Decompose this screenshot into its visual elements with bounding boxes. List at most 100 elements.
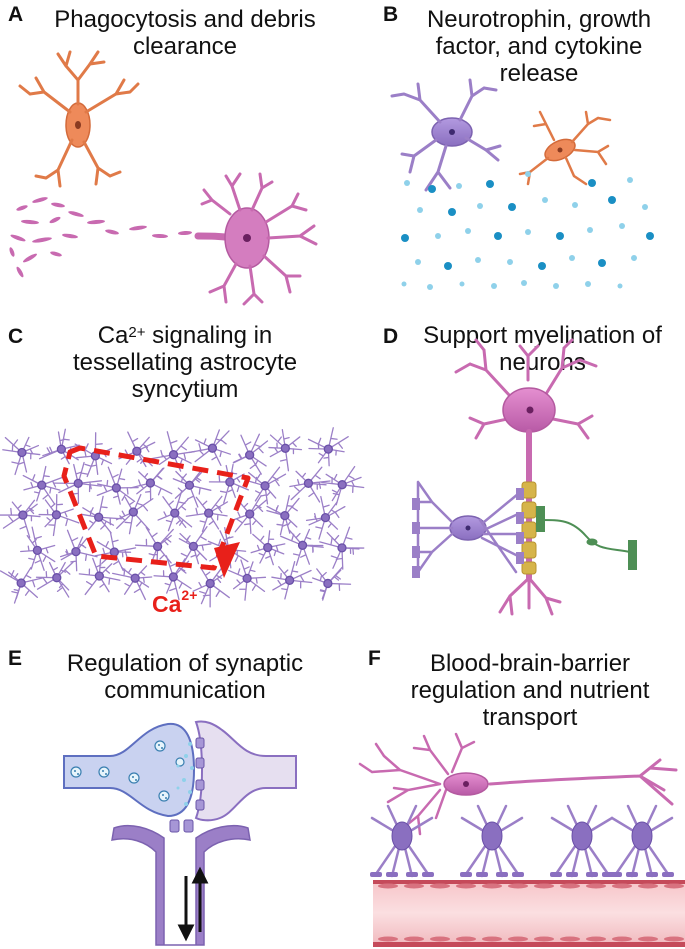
astrocyte-soma (94, 571, 105, 581)
released-factors (401, 171, 654, 290)
title-line: factor, and cytokine (435, 33, 643, 60)
endothelial-cell (534, 936, 554, 942)
astrocyte-soma (109, 547, 120, 557)
astrocyte-soma (225, 477, 235, 487)
astrocyte-soma (391, 821, 413, 851)
astrocytes-endfeet (370, 804, 674, 878)
endothelial-cell (404, 936, 424, 942)
astrocyte-soma (111, 483, 122, 493)
astrocyte-soma (297, 540, 308, 550)
title-line: release (499, 60, 579, 87)
endothelial-cell (612, 883, 632, 889)
astrocyte-soma (284, 575, 295, 585)
ca-label-base: Ca (152, 591, 182, 617)
astrocyte-endfoot (566, 872, 578, 877)
astrocyte-endfoot (610, 872, 622, 877)
astrocyte-soma (184, 480, 195, 490)
endothelial-cell (586, 936, 606, 942)
myelin-sheath (521, 481, 537, 575)
astrocyte-endfoot (422, 872, 434, 877)
title-line: syncytium (131, 376, 239, 403)
endothelial-cell (508, 936, 528, 942)
astrocyte-process-e (111, 819, 251, 946)
neuron-debris (9, 197, 192, 278)
astrocyte-endfoot (460, 872, 472, 877)
astrocyte-endfoot (406, 872, 418, 877)
astrocyte-soma (323, 578, 333, 589)
astrocyte-endfoot (496, 872, 508, 877)
endothelial-cell (638, 883, 658, 889)
astrocyte-endfoot (550, 872, 562, 877)
astrocyte-soma (71, 546, 81, 557)
astrocyte-endfoot (626, 872, 638, 877)
astrocyte-soma (245, 450, 255, 460)
astrocyte-soma (16, 578, 26, 588)
astrocyte-soma (168, 572, 179, 582)
astrocyte-soma (280, 510, 290, 521)
astrocyte-soma (303, 478, 314, 488)
title-line: Neurotrophin, growth (426, 6, 652, 33)
title-rest: signaling in (145, 322, 273, 349)
title-line: Blood-brain-barrier (429, 650, 631, 677)
title-line: Regulation of synaptic (66, 650, 304, 677)
astrocyte-endfoot (586, 872, 598, 877)
title-line: clearance (132, 33, 238, 60)
astrocyte-soma (205, 578, 215, 589)
astrocyte-soma (337, 480, 347, 490)
title-ca-sup: 2+ (128, 324, 146, 341)
panel-letter-a: A (8, 3, 24, 26)
neuron-f (358, 732, 678, 836)
blood-vessel (373, 880, 685, 947)
astrocyte-soma (260, 481, 270, 491)
astrocyte-endfoot (662, 872, 674, 877)
title-line: regulation and nutrient (410, 677, 650, 704)
astrocyte-soma (17, 447, 27, 458)
astrocyte-soma (242, 573, 252, 584)
ca-label: Ca2+ (152, 587, 197, 618)
astrocyte-soma (631, 821, 653, 851)
astrocyte-soma (94, 512, 104, 522)
astrocyte-soma (152, 541, 163, 552)
astrocyte-soma (56, 444, 67, 454)
astrocyte-endfoot (646, 872, 658, 877)
panel-title-c: Ca2+ signaling in tessellating astrocyte… (40, 322, 330, 403)
panel-letter-f: F (368, 647, 381, 670)
panel-letter-b: B (383, 3, 399, 26)
title-line: tessellating astrocyte (72, 349, 298, 376)
endothelial-cell (534, 883, 554, 889)
endothelial-cell (482, 936, 502, 942)
bidirectional-arrows (177, 866, 209, 942)
calcium-wave-path (61, 445, 251, 578)
endothelial-cell (378, 883, 398, 889)
astrocyte-soma (73, 478, 83, 489)
astrocyte-soma (145, 478, 156, 488)
astrocyte-soma (51, 510, 62, 520)
endothelial-cell (430, 883, 450, 889)
astrocyte-endfoot (512, 872, 524, 877)
panel-title-f: Blood-brain-barrier regulation and nutri… (385, 650, 675, 731)
astrocyte-syncytium (0, 427, 365, 608)
astrocyte-soma (204, 508, 214, 518)
endothelial-cell (456, 883, 476, 889)
astrocyte-soma (168, 450, 179, 460)
endothelial-cell (612, 936, 632, 942)
endothelial-cell (638, 936, 658, 942)
neurotransmitters (176, 742, 194, 806)
title-line: communication (104, 677, 266, 704)
endothelial-cell (456, 936, 476, 942)
astrocyte-purple-b (390, 78, 502, 192)
astrocyte-endfoot (386, 872, 398, 877)
astrocyte-soma (337, 543, 347, 553)
endothelial-cell (664, 936, 684, 942)
oligodendrocyte-green (536, 506, 637, 570)
astrocyte-soma (52, 573, 62, 583)
astrocyte-endfoot (476, 872, 488, 877)
astrocyte-soma (323, 444, 333, 454)
astrocyte-soma (188, 541, 199, 552)
panel-letter-d: D (383, 325, 399, 348)
microglia-orange-b (518, 110, 612, 186)
astrocyte-endfoot (370, 872, 382, 877)
panel-letter-c: C (8, 325, 24, 348)
endothelial-cell (586, 883, 606, 889)
